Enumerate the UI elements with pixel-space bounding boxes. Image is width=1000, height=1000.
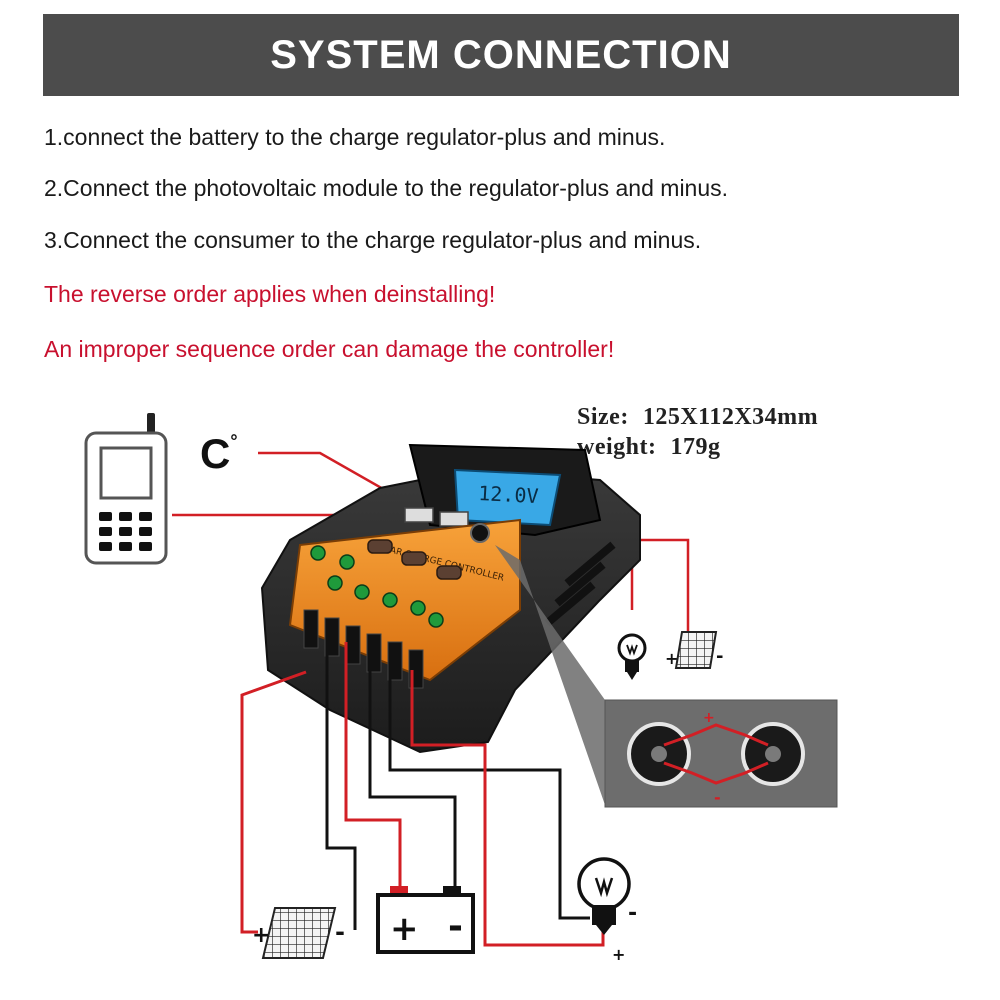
charge-controller: 12.0V SOLAR CHARGE CONTROLLER: [260, 443, 641, 754]
light-bulb-icon: [577, 857, 631, 935]
right-bulb-plus-sign: +: [665, 649, 678, 668]
warning-2: An improper sequence order can damage th…: [44, 336, 615, 362]
load-minus-sign: -: [628, 901, 637, 926]
instruction-2: 2.Connect the photovoltaic module to the…: [44, 175, 729, 201]
right-light-bulb-icon: [617, 633, 647, 680]
spec-size: Size: 125X112X34mm: [577, 404, 818, 431]
spec-weight-label: weight:: [577, 434, 657, 460]
solar-plus-sign: +: [252, 923, 270, 948]
spec-weight-value: 179g: [670, 434, 721, 460]
battery-icon: [376, 886, 475, 954]
spec-weight: weight: 179g: [577, 434, 720, 461]
temperature-degree: °: [230, 431, 238, 451]
right-solar-panel-icon: [674, 631, 718, 669]
spec-size-label: Size:: [577, 404, 629, 430]
spec-size-value: 125X112X34mm: [642, 404, 819, 430]
title-banner: SYSTEM CONNECTION: [43, 14, 959, 96]
usb-port-1: [404, 507, 434, 523]
solar-minus-sign: -: [335, 918, 345, 946]
lcd-reading: 12.0V: [478, 481, 539, 508]
usb-port-2: [439, 511, 469, 527]
inset-plus-sign: +: [703, 710, 715, 726]
phone-icon: [84, 413, 168, 565]
sensor-port-inset: [495, 545, 838, 808]
inset-minus-sign: -: [714, 788, 721, 807]
battery-minus-wire: [368, 650, 457, 890]
temperature-unit: C: [200, 430, 231, 477]
terminal-wires: [240, 630, 605, 947]
load-plus-wire: [410, 670, 605, 947]
battery-minus-sign: -: [448, 906, 463, 947]
battery-plus-sign: +: [390, 909, 419, 949]
instruction-3: 3.Connect the consumer to the charge reg…: [44, 227, 702, 253]
lcd-screen: [453, 468, 562, 527]
warning-1: The reverse order applies when deinstall…: [44, 281, 496, 307]
solar-minus-wire: [325, 630, 357, 930]
right-panel-minus-sign: -: [716, 646, 723, 667]
solar-panel-icon: [261, 907, 337, 959]
page-title: SYSTEM CONNECTION: [270, 32, 732, 77]
load-minus-wire: [388, 662, 590, 920]
solar-plus-wire: [240, 670, 307, 934]
temp-sensor-port: [470, 523, 490, 543]
load-plus-sign: +: [612, 945, 625, 964]
battery-plus-wire: [344, 642, 402, 890]
instruction-1: 1.connect the battery to the charge regu…: [44, 124, 666, 150]
temperature-sensor-label: C°: [200, 430, 238, 478]
